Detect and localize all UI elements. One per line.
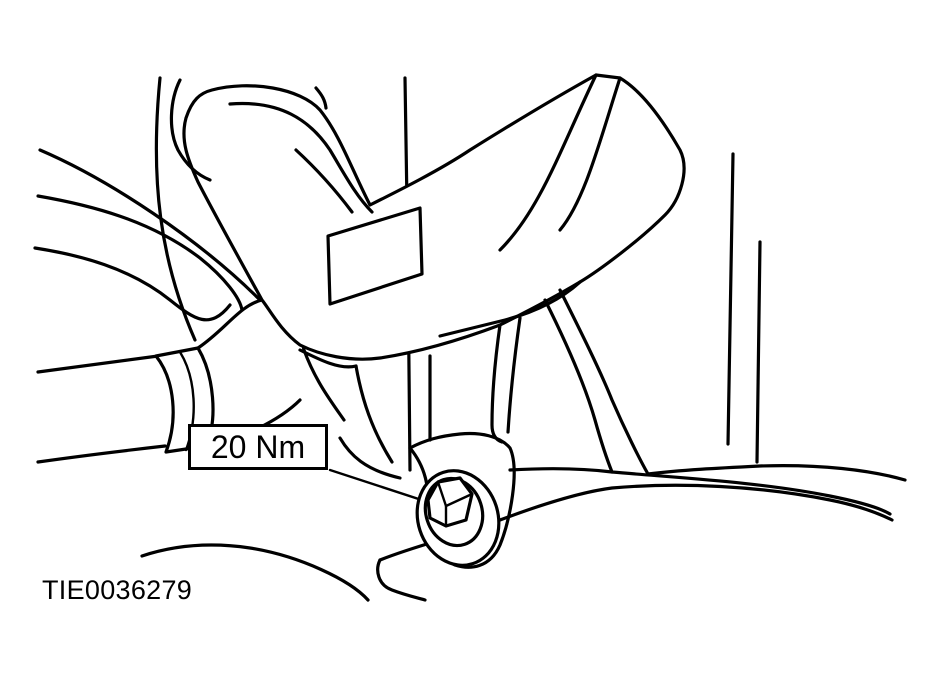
bolt xyxy=(415,469,501,567)
chassis-rails xyxy=(154,76,762,464)
anti-roll-bar xyxy=(36,346,215,464)
torque-callout: 20 Nm xyxy=(188,424,328,470)
lower-left-curve xyxy=(140,543,370,602)
left-arch-curves xyxy=(33,148,262,322)
control-arm xyxy=(169,73,686,361)
figure-reference-id: TIE0036279 xyxy=(42,575,193,605)
